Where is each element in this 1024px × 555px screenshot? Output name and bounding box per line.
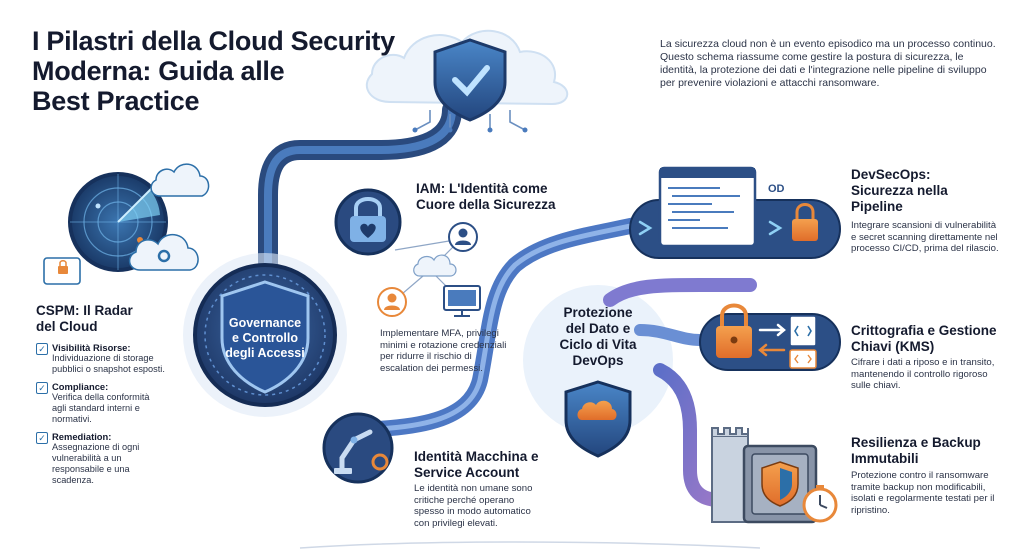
machine-identity-heading: Identità Macchina e Service Account (414, 449, 564, 481)
devsecops-heading-line: Sicurezza nella (851, 183, 948, 198)
governance-shield-icon (183, 253, 347, 417)
ground-arc (299, 541, 761, 549)
governance-label-line: e Controllo (232, 331, 298, 345)
devsecops-heading-line: DevSecOps: (851, 167, 931, 182)
cspm-heading: CSPM: Il Radar del Cloud (36, 303, 176, 335)
cloud-icon (413, 254, 457, 277)
kms-desc: Cifrare i dati a riposo e in transito, m… (851, 357, 995, 392)
kms-heading: Crittografia e Gestione Chiavi (KMS) (851, 323, 1021, 355)
kms-heading-line: Chiavi (KMS) (851, 339, 935, 354)
cspm-item: ✓ Compliance: Verifica della conformità … (36, 381, 166, 425)
governance-label-line: Governance (228, 316, 302, 330)
title-line: Moderna: Guida alle (32, 56, 285, 86)
title-line: I Pilastri della Cloud Security (32, 26, 395, 56)
cspm-item-desc: Individuazione di storage pubblici o sna… (52, 353, 165, 374)
page-title: I Pilastri della Cloud Security Moderna:… (32, 26, 452, 116)
backup-heading-line: Immutabili (851, 451, 919, 466)
monitor-icon (443, 285, 481, 317)
pipeline-logo: OD (768, 183, 785, 195)
devsecops-desc: Integrare scansioni di vulnerabilità e s… (851, 220, 999, 255)
kms-heading-line: Crittografia e Gestione (851, 323, 997, 338)
iam-heading: IAM: L'Identità come Cuore della Sicurez… (416, 181, 606, 213)
governance-label-line: degli Accessi (225, 346, 305, 360)
title-line: Best Practice (32, 86, 200, 116)
pipeline-lock-icon (792, 203, 818, 241)
cspm-list: ✓ Visibilità Risorse: Individuazione di … (36, 342, 166, 492)
governance-label: Governance e Controllo degli Accessi (210, 316, 320, 361)
checkbox-icon: ✓ (36, 382, 48, 394)
cspm-item-desc: Assegnazione di ogni vulnerabilità a un … (52, 442, 140, 485)
iam-lock-icon (334, 188, 402, 256)
intro-text: La sicurezza cloud non è un evento episo… (660, 38, 996, 89)
machine-identity-desc: Le identità non umane sono critiche perc… (414, 483, 533, 529)
encryption-lock-icon (716, 303, 752, 358)
cspm-item-label: Compliance: (52, 381, 109, 392)
data-protection-heading: Protezione del Dato e Ciclo di Vita DevO… (548, 305, 648, 369)
user-icon (377, 287, 407, 317)
machine-identity-heading-line: Identità Macchina e (414, 449, 539, 464)
iam-heading-line: IAM: L'Identità come (416, 181, 548, 196)
cspm-item-label: Remediation: (52, 431, 112, 442)
cloud-shield-icon (365, 29, 569, 133)
data-halo (523, 285, 673, 435)
vault-castle-icon (711, 427, 818, 524)
data-protection-heading-line: del Dato e (565, 321, 631, 336)
iam-desc: Implementare MFA, privilegi minimi e rot… (380, 328, 507, 374)
cspm-heading-line: CSPM: Il Radar (36, 303, 133, 318)
user-icon (448, 222, 478, 252)
robot-arm-icon (322, 412, 394, 484)
devsecops-heading: DevSecOps: Sicurezza nella Pipeline (851, 167, 1001, 215)
stopwatch-icon (802, 485, 838, 523)
cspm-item-desc: Verifica della conformità agli standard … (52, 392, 150, 424)
cloud-gear-icon (128, 234, 199, 271)
machine-identity-heading-line: Service Account (414, 465, 520, 480)
cloud-icon (150, 163, 210, 197)
data-protection-heading-line: Ciclo di Vita (559, 337, 637, 352)
backup-desc: Protezione contro il ransomware tramite … (851, 470, 995, 516)
pipeline-banner (629, 166, 841, 259)
cspm-heading-line: del Cloud (36, 319, 98, 334)
cspm-item-label: Visibilità Risorse: (52, 342, 131, 353)
connector-pipes (258, 100, 757, 507)
checkbox-icon: ✓ (36, 432, 48, 444)
data-shield-icon (564, 380, 632, 458)
cspm-item: ✓ Remediation: Assegnazione di ogni vuln… (36, 431, 166, 486)
data-protection-heading-line: DevOps (572, 353, 624, 368)
backup-heading-line: Resilienza e Backup (851, 435, 981, 450)
iam-heading-line: Cuore della Sicurezza (416, 197, 556, 212)
backup-heading: Resilienza e Backup Immutabili (851, 435, 1016, 467)
cspm-item: ✓ Visibilità Risorse: Individuazione di … (36, 342, 166, 375)
code-file-icon (789, 315, 817, 369)
devsecops-heading-line: Pipeline (851, 199, 903, 214)
exchange-arrows-icon (758, 323, 786, 357)
checkbox-icon: ✓ (36, 343, 48, 355)
data-protection-heading-line: Protezione (563, 305, 633, 320)
monitor-lock-icon (43, 257, 81, 285)
